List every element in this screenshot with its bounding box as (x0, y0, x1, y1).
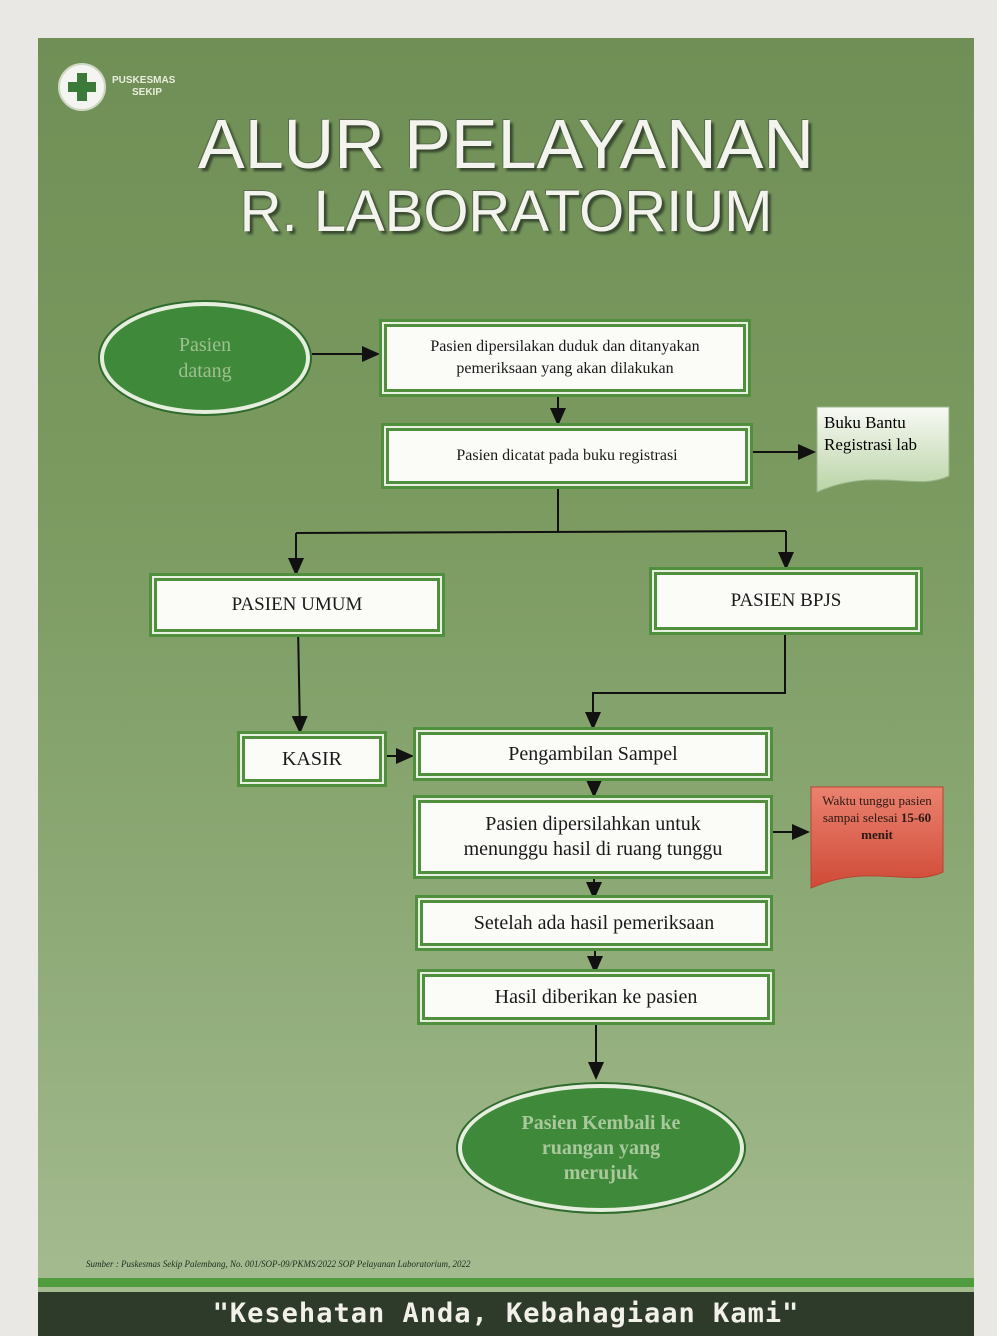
box-pasien-bpjs-label: PASIEN BPJS (730, 590, 842, 611)
box-kasir: KASIR (242, 736, 382, 782)
doc-waktu-tunggu-label: Waktu tunggu pasien sampai selesai (822, 793, 932, 825)
puskesmas-logo-icon (58, 63, 106, 111)
doc-buku-bantu-shape (816, 406, 950, 493)
footer-divider (38, 1278, 974, 1287)
box-step2-label: Pasien dicatat pada buku registrasi (456, 447, 678, 464)
box-step1: Pasien dipersilakan duduk dan ditanyakan… (384, 324, 746, 392)
flow-connectors (288, 346, 816, 1080)
doc-buku-bantu-label: Buku Bantu Registrasi lab (824, 413, 918, 454)
title-line-2: R. LABORATORIUM (239, 179, 773, 244)
doc-waktu-tunggu: Waktu tunggu pasien sampai selesai 15-60… (810, 786, 944, 890)
box-menunggu-hasil-label: Pasien dipersilahkan untuk menunggu hasi… (463, 813, 723, 860)
node-pasien-datang: Pasien datang (100, 302, 310, 414)
logo-text: PUSKESMAS SEKIP (112, 75, 175, 99)
box-pasien-umum-label: PASIEN UMUM (231, 594, 363, 615)
doc-waktu-tunggu-text: Waktu tunggu pasien sampai selesai 15-60… (810, 792, 944, 843)
doc-waktu-tunggu-shape (810, 786, 944, 889)
box-step2: Pasien dicatat pada buku registrasi (386, 428, 748, 484)
box-pengambilan-sampel: Pengambilan Sampel (418, 732, 768, 776)
logo-org: PUSKESMAS (112, 75, 176, 86)
box-pasien-umum: PASIEN UMUM (154, 578, 440, 632)
arrow-bpjs-sampel (585, 618, 786, 730)
box-step1-label: Pasien dipersilakan duduk dan ditanyakan… (430, 338, 700, 377)
footer-slogan: "Kesehatan Anda, Kebahagiaan Kami" (38, 1292, 974, 1336)
box-hasil-diberikan-label: Hasil diberikan ke pasien (494, 985, 698, 1008)
box-menunggu-hasil: Pasien dipersilahkan untuk menunggu hasi… (418, 800, 768, 874)
box-kasir-label: KASIR (281, 747, 342, 770)
doc-waktu-tunggu-duration: 15-60 menit (861, 810, 932, 842)
box-setelah-ada-hasil-label: Setelah ada hasil pemeriksaan (473, 911, 715, 934)
arrow-umum-kasir (291, 625, 308, 734)
title-line-1: ALUR PELAYANAN (198, 105, 814, 183)
box-hasil-diberikan: Hasil diberikan ke pasien (422, 974, 770, 1020)
node-pasien-kembali: Pasien Kembali ke ruangan yang merujuk (458, 1084, 744, 1212)
node-pasien-datang-label: Pasien datang (178, 334, 232, 382)
split-line (295, 530, 787, 534)
logo: PUSKESMAS SEKIP (58, 63, 175, 111)
node-pasien-kembali-label: Pasien Kembali ke ruangan yang merujuk (521, 1111, 681, 1184)
box-setelah-ada-hasil: Setelah ada hasil pemeriksaan (420, 900, 768, 946)
source-note: Sumber : Puskesmas Sekip Palembang, No. … (86, 1259, 471, 1269)
box-pasien-bpjs: PASIEN BPJS (654, 572, 918, 630)
logo-place: SEKIP (132, 87, 163, 98)
poster: PUSKESMAS SEKIP ALUR PELAYANAN R. LABORA… (38, 38, 974, 1336)
box-pengambilan-sampel-label: Pengambilan Sampel (508, 742, 678, 765)
doc-buku-bantu-registrasi: Buku Bantu Registrasi lab (816, 406, 950, 494)
